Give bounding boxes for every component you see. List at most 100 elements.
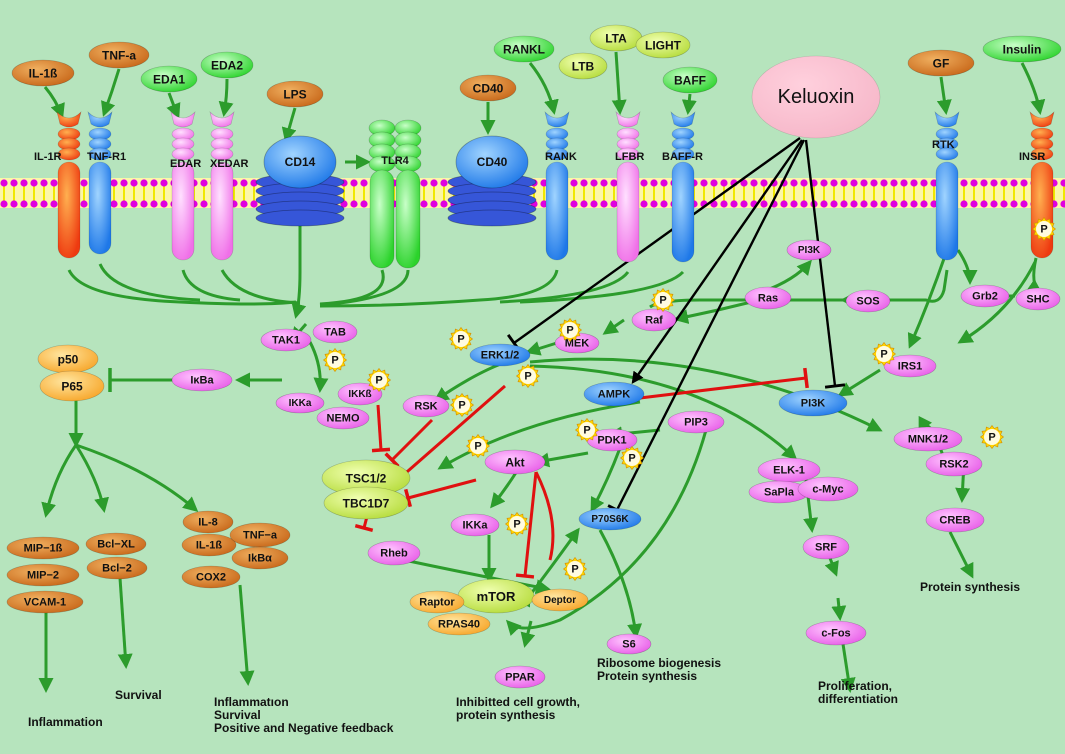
activation-arrow [490, 470, 519, 509]
phosphate-icon: P [449, 327, 473, 351]
node-gf: GF [907, 49, 975, 77]
activation-arrow [75, 443, 199, 512]
node-cox2-shape [181, 565, 241, 589]
receptor-rank: RANK [544, 111, 577, 261]
node-sos-shape [845, 289, 891, 313]
node-rpas40-shape [427, 612, 491, 636]
phosphate-label: P [474, 441, 481, 453]
activation-arrow [101, 68, 121, 117]
activation-arrow [41, 444, 78, 518]
node-grb2-shape [960, 284, 1010, 308]
node-il8: IL-8 [182, 510, 234, 534]
activation-arrow [238, 584, 255, 686]
node-rheb: Rheb [367, 540, 421, 566]
inhibition-bar [803, 367, 809, 389]
node-il1b_out-label: IL-1ß [196, 540, 223, 552]
drug-keluoxin: Keluoxin [751, 55, 881, 139]
phosphate-icon: P [323, 348, 347, 372]
node-bcl2-label: Bcl−2 [102, 563, 132, 575]
activation-arrow [681, 93, 697, 115]
node-ikka_top-shape [275, 392, 325, 414]
node-rankl: RANKL [493, 35, 555, 63]
inhibition-bar [384, 452, 400, 468]
node-rheb-label: Rheb [380, 548, 408, 560]
phosphate-icon: P [450, 393, 474, 417]
node-insulin-shape [982, 35, 1062, 63]
node-s6-shape [606, 633, 652, 655]
activation-arrow [590, 447, 622, 513]
node-ikba_out-label: IkBα [248, 553, 272, 565]
node-cfos: c-Fos [805, 620, 867, 646]
activation-arrow [218, 78, 234, 117]
phosphate-label: P [571, 564, 578, 576]
node-rankl-label: RANKL [503, 43, 545, 57]
phosphate-icon: P [505, 512, 529, 536]
node-elk1: ELK-1 [757, 457, 821, 483]
connector-line [98, 263, 201, 302]
receptor-xedar-label: XEDAR [210, 158, 249, 170]
node-raf-shape [631, 308, 677, 332]
node-irs1-shape [883, 354, 937, 378]
receptor-tlr4-label: TLR4 [381, 155, 409, 167]
node-raf: Raf [631, 308, 677, 332]
node-elk1-label: ELK-1 [773, 465, 805, 477]
node-ppar-shape [494, 665, 546, 689]
node-grb2-label: Grb2 [972, 291, 998, 303]
node-bclxl-label: Bcl−XL [97, 539, 135, 551]
node-srf-label: SRF [815, 542, 837, 554]
phosphate-label: P [457, 334, 464, 346]
node-il8-shape [182, 510, 234, 534]
phosphate-label: P [659, 295, 666, 307]
phosphate-label: P [458, 400, 465, 412]
node-ras-shape [744, 286, 792, 310]
phosphate-label: P [375, 375, 382, 387]
node-gf-label: GF [933, 57, 950, 71]
node-cd40l-label: CD40 [473, 82, 504, 96]
node-mip1b-shape [6, 536, 80, 560]
node-vcam-label: VCAM-1 [24, 597, 66, 609]
receptor-baffr-label: BAFF-R [662, 151, 703, 163]
activation-arrow [824, 557, 839, 577]
node-cd40l: CD40 [459, 74, 517, 102]
connector-line [534, 471, 555, 561]
node-sapla: SaPla [748, 480, 810, 504]
node-ikba-label: IκBa [190, 375, 214, 387]
node-lps-shape [266, 80, 324, 108]
inhibition-bar [824, 383, 846, 389]
node-rsk2-label: RSK2 [939, 459, 968, 471]
node-bcl2-shape [86, 556, 148, 580]
node-p70s6k-shape [578, 507, 642, 531]
activation-arrow [602, 318, 625, 335]
activation-arrow [528, 62, 559, 115]
activation-arrow [437, 400, 641, 470]
outcome-prolif-line: differentiation [818, 692, 898, 706]
activation-arrow [907, 249, 949, 349]
node-gf-shape [907, 49, 975, 77]
node-p65: P65 [39, 370, 105, 402]
node-rsk2: RSK2 [925, 451, 983, 477]
node-il8-label: IL-8 [198, 517, 218, 529]
outcome-survival-line: Survival [115, 688, 162, 702]
node-tbc-shape [323, 486, 409, 520]
node-tbc-label: TBC1D7 [343, 497, 390, 511]
node-deptor-shape [531, 588, 589, 612]
node-insulin: Insulin [982, 35, 1062, 63]
phosphate-label: P [1040, 224, 1047, 236]
node-grb2: Grb2 [960, 284, 1010, 308]
node-tbc: TBC1D7 [323, 486, 409, 520]
node-irs1: IRS1 [883, 354, 937, 378]
activation-arrow [840, 643, 856, 693]
activation-arrow [611, 51, 627, 115]
inhibition-bar [371, 447, 391, 453]
activation-arrow [529, 364, 798, 461]
node-mip2: MIP−2 [6, 563, 80, 587]
node-tnfa_out: TNF−a [229, 522, 291, 548]
inhibition-line [513, 137, 801, 344]
phosphate-label: P [513, 519, 520, 531]
node-pi3k-label: PI3K [801, 398, 826, 410]
node-eda2: EDA2 [200, 51, 254, 79]
node-pi3k_top-shape [786, 239, 832, 261]
